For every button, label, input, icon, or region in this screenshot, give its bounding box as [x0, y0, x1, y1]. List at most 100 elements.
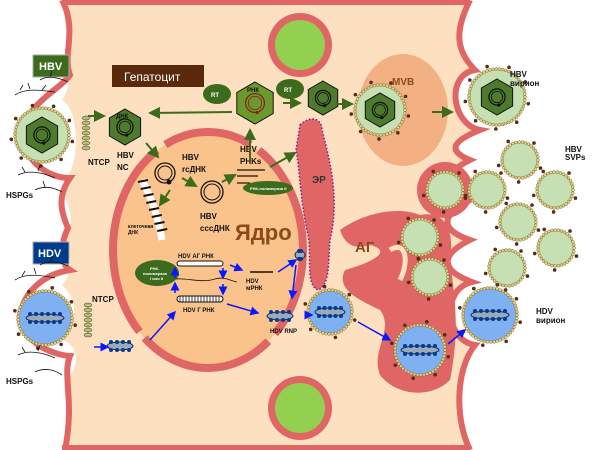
surface-protein-bead [485, 69, 489, 73]
surface-protein-bead [481, 205, 485, 210]
surface-protein-bead [501, 289, 505, 294]
surface-protein-bead [350, 307, 354, 311]
large-surface-protein [480, 343, 485, 347]
surface-protein-bead [500, 163, 505, 167]
surface-protein-bead [544, 231, 548, 235]
surface-protein-bead [15, 144, 19, 148]
surface-protein-bead [53, 341, 57, 345]
large-surface-protein [504, 339, 508, 344]
surface-protein-bead [443, 284, 448, 288]
surface-protein-bead [321, 331, 325, 335]
large-surface-protein [353, 92, 358, 97]
surface-protein-bead [523, 92, 527, 96]
surface-protein-bead [40, 343, 45, 347]
surface-protein-bead [400, 236, 404, 241]
large-surface-protein [468, 78, 472, 82]
surface-protein-bead [523, 95, 527, 99]
chromosome-band [146, 200, 157, 204]
polymerase-dot [380, 116, 384, 120]
surface-protein-bead [336, 290, 341, 294]
surface-protein-bead [357, 94, 361, 99]
large-surface-protein [483, 271, 488, 276]
surface-protein-bead [401, 117, 405, 122]
hdag-protein [403, 352, 407, 356]
surface-protein-bead [423, 218, 428, 222]
rt-enzyme-1: RT [203, 84, 231, 104]
surface-protein-bead [13, 131, 17, 136]
surface-protein-bead [394, 356, 398, 360]
surface-protein-bead [430, 175, 435, 179]
arrow [288, 264, 298, 300]
large-surface-protein [27, 289, 31, 294]
surface-protein-bead [393, 343, 398, 347]
surface-protein-bead [402, 101, 406, 106]
surface-protein-bead [496, 174, 500, 178]
hdag-protein [275, 310, 279, 314]
surface-protein-bead [56, 292, 60, 297]
surface-protein-bead [479, 338, 484, 343]
surface-protein-bead [476, 116, 481, 120]
surface-protein-bead [315, 292, 319, 296]
surface-protein-bead [402, 114, 406, 119]
surface-protein-bead [503, 185, 507, 189]
surface-protein-bead [472, 175, 477, 179]
surface-protein-bead [353, 113, 358, 117]
hdag-protein [58, 312, 62, 316]
large-surface-protein [333, 335, 338, 340]
surface-protein-bead [18, 305, 22, 309]
surface-protein-bead [400, 240, 405, 244]
hdv-g-rna-label: HDV Г РНК [183, 308, 215, 314]
surface-protein-bead [419, 323, 423, 327]
surface-protein-bead [396, 90, 400, 95]
polymerase-dot [255, 110, 259, 115]
surface-protein-bead [552, 206, 556, 210]
tight-junction-bottom [268, 376, 332, 440]
rna-polymerase-ii: РНК-полимераза II [243, 181, 293, 195]
surface-protein-bead [507, 248, 512, 252]
hdag-protein [58, 320, 62, 324]
surface-protein-bead [514, 306, 518, 311]
surface-protein-bead [521, 203, 526, 207]
surface-protein-bead [59, 338, 63, 342]
hdag-protein [109, 340, 113, 344]
surface-protein-bead [466, 296, 471, 301]
surface-protein-bead [503, 168, 508, 173]
hdag-protein [421, 344, 425, 348]
surface-protein-bead [28, 108, 33, 113]
surface-protein-bead [23, 154, 27, 158]
large-surface-protein [499, 171, 503, 175]
surface-protein-bead [461, 308, 466, 312]
surface-protein-bead [16, 311, 21, 315]
surface-protein-bead [558, 171, 563, 175]
surface-protein-bead [565, 232, 569, 236]
surface-protein-bead [399, 364, 403, 368]
surface-protein-bead [515, 238, 519, 242]
rt-label-2: RT [284, 88, 292, 94]
surface-protein-bead [415, 323, 420, 327]
surface-protein-bead [492, 340, 496, 344]
surface-protein-bead [427, 196, 431, 200]
surface-protein-bead [523, 175, 528, 179]
surface-protein-bead [487, 264, 491, 269]
hdag-protein [40, 320, 44, 324]
hdag-protein [473, 317, 477, 321]
surface-protein-bead [440, 360, 444, 364]
surface-protein-bead [34, 106, 39, 111]
surface-protein-bead [18, 116, 23, 121]
hspgs-label-bottom: HSPGs [6, 377, 34, 386]
large-surface-protein [406, 114, 411, 118]
hdag-protein [46, 320, 50, 324]
surface-protein-bead [508, 173, 512, 177]
surface-protein-bead [58, 153, 62, 157]
surface-protein-bead [537, 180, 541, 184]
surface-protein-bead [524, 236, 529, 240]
surface-protein-bead [34, 159, 39, 164]
surface-protein-bead [518, 202, 523, 206]
surface-protein-bead [70, 313, 74, 317]
hbv-capsid [480, 78, 514, 116]
surface-protein-bead [56, 111, 60, 115]
surface-protein-bead [501, 248, 505, 253]
large-surface-protein [50, 286, 55, 290]
surface-protein-bead [515, 202, 519, 206]
dna-ring [116, 118, 134, 136]
